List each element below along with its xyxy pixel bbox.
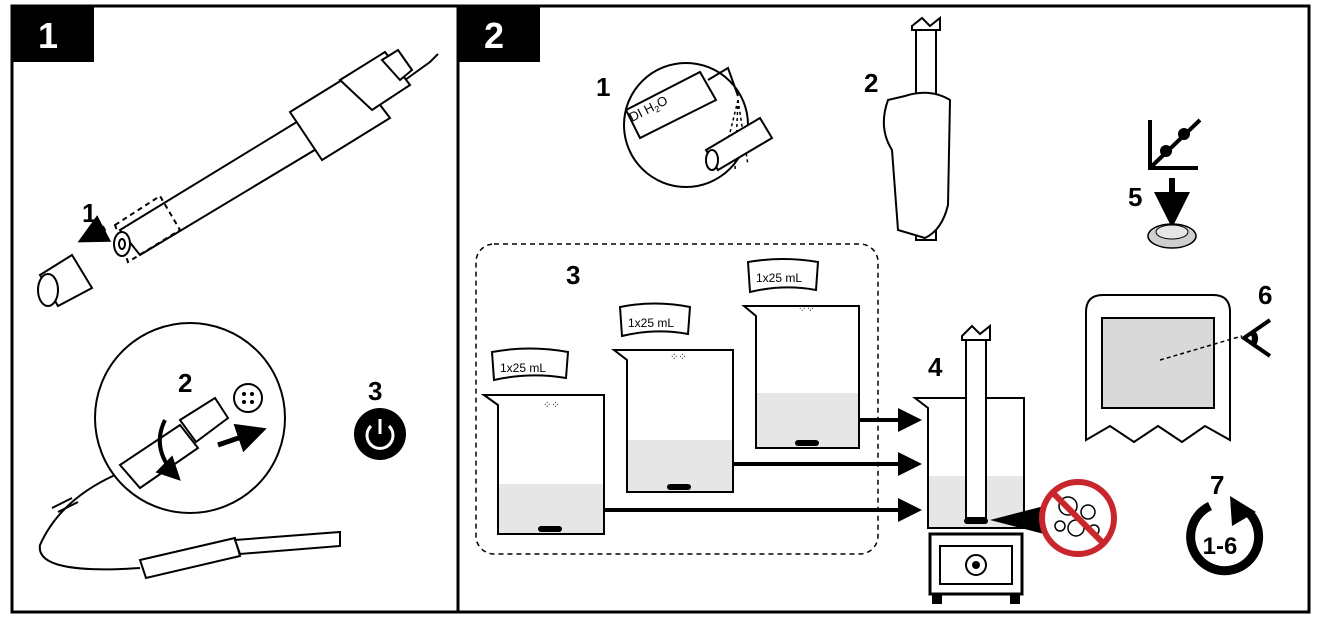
svg-text:1x25 mL: 1x25 mL: [756, 271, 802, 285]
panel-2-frame: [456, 4, 1311, 614]
svg-text:1-6: 1-6: [1203, 533, 1238, 560]
svg-text:1: 1: [38, 15, 58, 56]
buffer-sachet-2: 1x25 mL: [618, 302, 692, 338]
powder-3: ⁘⁘: [798, 304, 815, 315]
meter-display: [1085, 294, 1243, 444]
p1-step-2-num: 2: [178, 368, 192, 398]
calibration-graph-icon: [1148, 118, 1202, 170]
rinse-magnifier: DI H2O: [623, 62, 774, 188]
transfer-arrows: [604, 408, 922, 522]
svg-text:1x25 mL: 1x25 mL: [628, 316, 674, 330]
connector-magnifier: [94, 322, 286, 514]
no-bubbles-icon: [1039, 479, 1117, 557]
beaker-2: [611, 349, 734, 493]
probe-small: [138, 530, 341, 580]
beaker-3: [741, 305, 860, 449]
buffer-group-outline: [475, 243, 879, 555]
remove-cap-arrow: [77, 215, 112, 243]
p2-step-6-num: 6: [1258, 280, 1272, 310]
repeat-icon: 1-6: [1186, 496, 1264, 576]
calibration-button: [1147, 223, 1197, 249]
panel-1-badge: 1: [12, 6, 94, 62]
buffer-sachet-3: 1x25 mL: [746, 258, 820, 294]
svg-text:1x25 mL: 1x25 mL: [500, 361, 546, 375]
probe-cable: [38, 474, 141, 571]
panel-2-badge: 2: [458, 6, 540, 62]
power-icon: [354, 408, 406, 460]
tissue-illustration: [882, 15, 952, 241]
p2-step-4-num: 4: [928, 352, 943, 382]
svg-text:2: 2: [484, 15, 504, 56]
beaker-1: [480, 394, 605, 535]
p2-step-5-num: 5: [1128, 182, 1142, 212]
powder-2: ⁘⁘: [670, 352, 687, 363]
p2-step-7-num: 7: [1210, 470, 1224, 500]
probe-illustration: [113, 48, 439, 264]
p2-step-3-num: 3: [566, 260, 580, 290]
eye-icon: [1240, 318, 1272, 358]
probe-cap: [37, 253, 94, 308]
no-bubbles-pointer: [990, 505, 1048, 535]
p2-step-2-num: 2: [864, 68, 878, 98]
powder-1: ⁘⁘: [543, 400, 560, 411]
p1-step-1-num: 1: [82, 198, 96, 228]
buffer-sachet-1: 1x25 mL: [490, 347, 570, 382]
p2-step-1-num: 1: [596, 72, 610, 102]
magnetic-stirrer: [928, 532, 1024, 604]
p1-step-3-num: 3: [368, 376, 382, 406]
